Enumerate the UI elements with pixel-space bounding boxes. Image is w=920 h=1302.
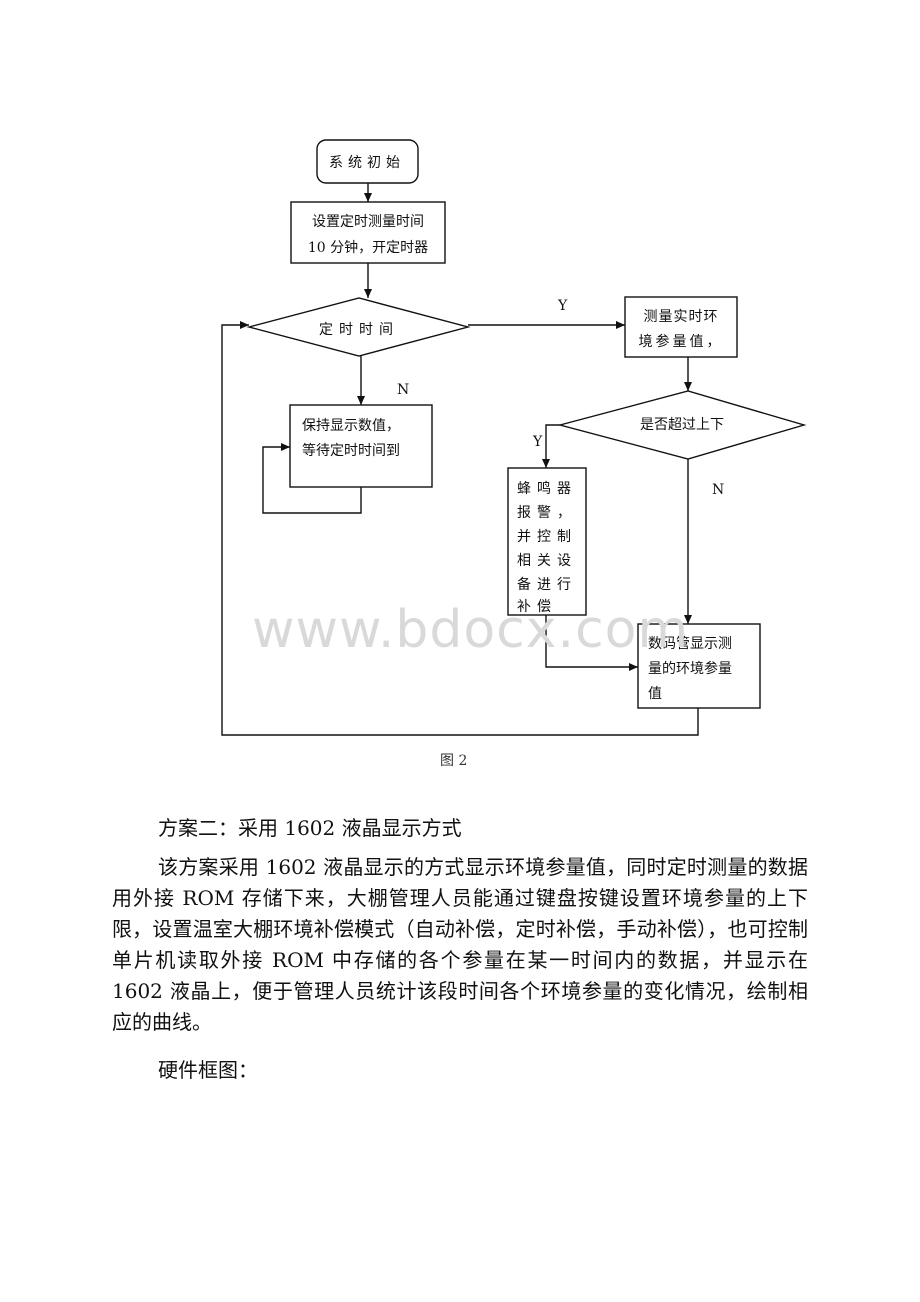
section-subheading: 硬件框图： bbox=[158, 1058, 258, 1082]
keep-display-label-2: 等待定时时间到 bbox=[302, 442, 400, 459]
timer-decision-label: 定时时间 bbox=[319, 322, 399, 338]
return-loop bbox=[221, 321, 699, 736]
display-label-2: 量的环境参量 bbox=[648, 660, 732, 677]
alarm-label-6: 补偿 bbox=[517, 599, 557, 615]
measure-label-1: 测量实时环 bbox=[644, 309, 719, 325]
wait-loop bbox=[262, 443, 362, 514]
timer-decision-diamond bbox=[246, 297, 471, 357]
alarm-label-3: 并控制 bbox=[517, 529, 577, 545]
limit-decision-label: 是否超过上下 bbox=[640, 417, 724, 433]
body-paragraph: 该方案采用 1602 液晶显示的方式显示环境参量值，同时定时测量的数据用外接 R… bbox=[112, 855, 808, 1034]
display-box bbox=[637, 623, 761, 709]
watermark: www.bdocx.com bbox=[252, 600, 690, 660]
limit-decision-diamond bbox=[557, 390, 807, 460]
alarm-label-1: 蜂鸣器 bbox=[517, 480, 577, 497]
timer-no-label: N bbox=[397, 382, 409, 398]
start-label: 系统初始 bbox=[329, 154, 405, 171]
measure-box bbox=[624, 296, 738, 358]
set-timer-label-1: 设置定时测量时间 bbox=[312, 214, 424, 230]
display-label-3: 值 bbox=[648, 686, 662, 702]
limit-yes-label: Y bbox=[532, 434, 543, 450]
section-heading: 方案二：采用 1602 液晶显示方式 bbox=[158, 816, 462, 840]
set-timer-label-2: 10 分钟，开定时器 bbox=[308, 239, 428, 256]
keep-display-label-1: 保持显示数值， bbox=[302, 418, 400, 434]
display-label-1: 数码管显示测 bbox=[648, 636, 732, 652]
measure-label-2: 境参量值， bbox=[639, 333, 724, 350]
figure-caption: 图 2 bbox=[440, 753, 468, 769]
flowchart: 系统初始 设置定时测量时间 10 分钟，开定时器 定时时间 保持显示数值， 等待… bbox=[221, 139, 807, 736]
alarm-label-4: 相关设 bbox=[517, 553, 577, 569]
timer-yes-label: Y bbox=[557, 298, 568, 314]
alarm-box bbox=[507, 467, 587, 616]
arrow-alarm-to-display bbox=[545, 615, 638, 671]
limit-no-label: N bbox=[712, 482, 724, 498]
alarm-label-5: 备进行 bbox=[517, 576, 577, 593]
alarm-label-2: 报警， bbox=[517, 505, 577, 521]
arrow-limit-yes bbox=[542, 424, 560, 468]
